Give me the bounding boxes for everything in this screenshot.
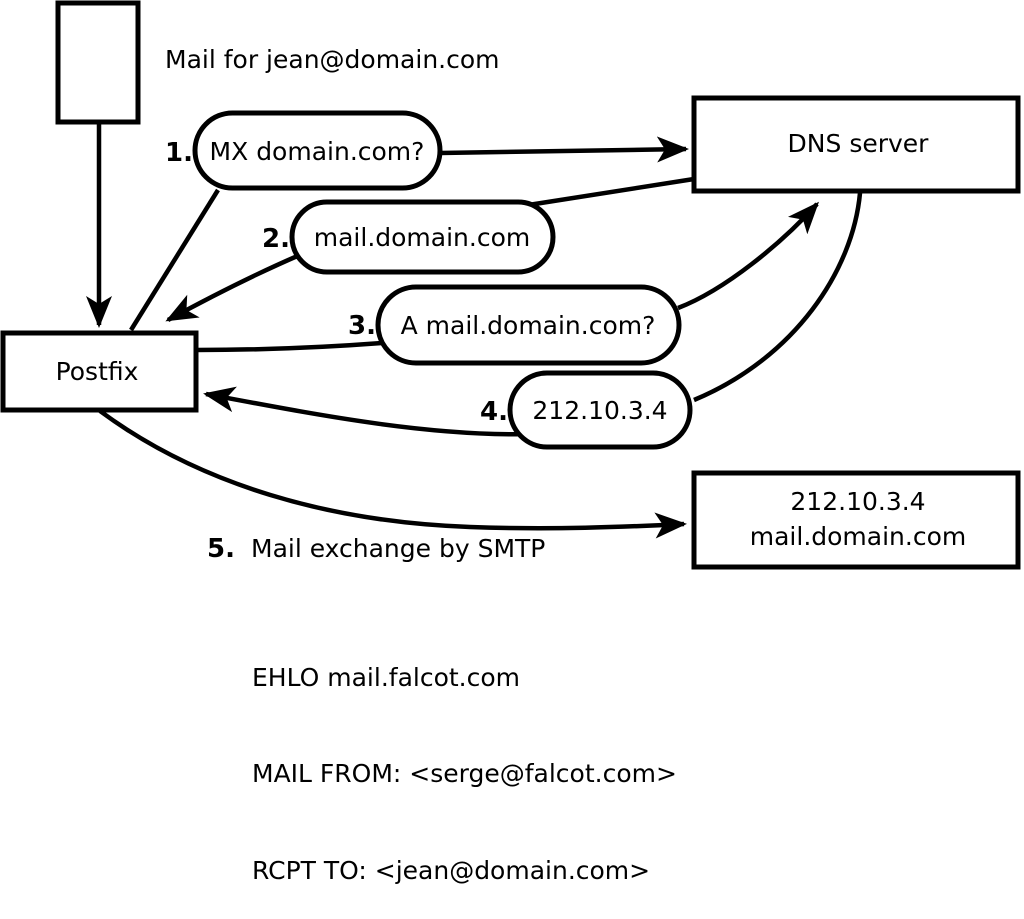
- smtp-line-mail-from: MAIL FROM: <serge@falcot.com>: [252, 759, 677, 789]
- line-postfix-to-mx-query: [129, 188, 220, 332]
- pill-a-reply: [507, 370, 693, 450]
- postfix-node: [0, 330, 199, 413]
- step-5-number: 5.: [207, 534, 235, 564]
- smtp-line-ehlo: EHLO mail.falcot.com: [252, 662, 521, 692]
- arrow-mx-reply-to-postfix: [165, 251, 303, 322]
- line-postfix-to-a-query: [195, 340, 383, 353]
- line-dns-to-a-reply: [693, 192, 863, 403]
- dns-server-node: [691, 95, 1021, 194]
- arrow-mx-query-to-dns: [439, 136, 689, 163]
- pill-a-reply-label: 212.10.3.4: [532, 396, 667, 425]
- smtp-line-rcpt-to: RCPT TO: <jean@domain.com>: [252, 856, 651, 886]
- arrow-postfix-to-mail-server-smtp: [98, 409, 687, 539]
- dns-server-label: DNS server: [788, 129, 930, 158]
- pill-mx-query: [192, 110, 443, 191]
- mail-server-ip-label: 212.10.3.4: [790, 487, 925, 516]
- line-dns-to-mx-reply: [521, 176, 695, 209]
- mail-server-node: [691, 470, 1021, 570]
- pill-a-query: [375, 284, 682, 366]
- diagram-title: Mail for jean@domain.com: [165, 45, 500, 74]
- mail-message-box: [55, 0, 141, 125]
- pill-mx-query-label: MX domain.com?: [210, 137, 425, 166]
- step-3-number: 3.: [348, 311, 376, 341]
- step-5-label: Mail exchange by SMTP: [251, 534, 545, 563]
- pill-mx-reply-label: mail.domain.com: [314, 223, 530, 252]
- arrow-a-reply-to-postfix: [203, 386, 536, 437]
- smtp-session-text: EHLO mail.falcot.com MAIL FROM: <serge@f…: [252, 597, 677, 919]
- step-2-number: 2.: [262, 224, 290, 254]
- step-4-number: 4.: [480, 397, 508, 427]
- pill-mx-reply: [289, 199, 556, 275]
- mail-server-host-label: mail.domain.com: [750, 522, 966, 551]
- arrow-a-query-to-dns: [677, 201, 820, 311]
- postfix-label: Postfix: [56, 357, 139, 386]
- pill-a-query-label: A mail.domain.com?: [401, 311, 656, 340]
- step-1-number: 1.: [165, 138, 193, 168]
